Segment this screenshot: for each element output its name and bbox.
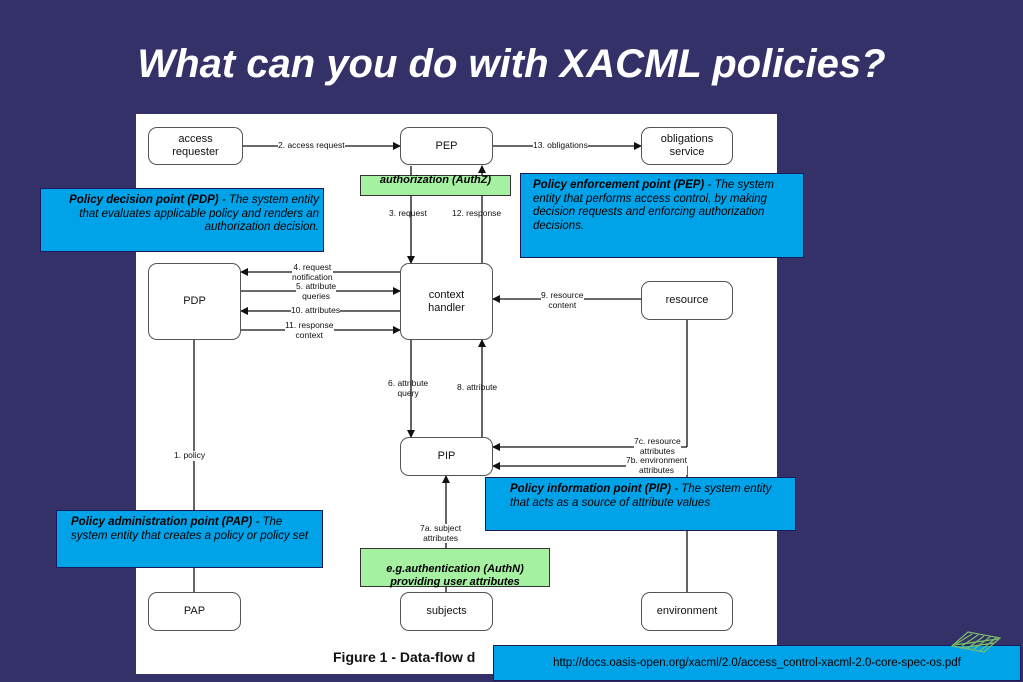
callout-pdp-text: - The system entity that evaluates appli… — [79, 194, 319, 233]
label-attribute-query: 6. attribute query — [388, 378, 429, 398]
callout-pap-heading: Policy administration point (PAP) — [71, 516, 253, 528]
node-environment: environment — [641, 592, 733, 631]
callout-pap-text: - The system entity that creates a polic… — [71, 516, 309, 542]
node-access-requester: access requester — [148, 127, 243, 165]
label-request-notification: 4. request notification — [292, 262, 333, 282]
label-response: 12. response — [452, 208, 502, 218]
authz-highlight: authorization (AuthZ) — [360, 175, 511, 196]
node-pip: PIP — [400, 437, 493, 476]
label-subject-attributes: 7a. subject attributes — [420, 523, 462, 543]
callout-pip-heading: Policy information point (PIP) — [510, 483, 671, 495]
label-resource-attributes: 7c. resource attributes — [634, 436, 681, 456]
callout-pdp: Policy decision point (PDP) - The system… — [40, 188, 324, 252]
callout-pip-text: - The system entity that acts as a sourc… — [510, 483, 772, 509]
label-obligations: 13. obligations — [533, 140, 588, 151]
label-request: 3. request — [389, 208, 427, 218]
callout-pdp-heading: Policy decision point (PDP) — [69, 194, 219, 206]
slide-title: What can you do with XACML policies? — [137, 42, 886, 86]
callout-pep-text: - The system entity that performs access… — [533, 179, 774, 232]
decorative-logo-icon — [950, 631, 1002, 653]
label-environment-attributes: 7b. environment attributes — [626, 455, 687, 475]
callout-pep: Policy enforcement point (PEP) - The sys… — [520, 173, 804, 258]
label-attributes: 10. attributes — [291, 305, 341, 316]
label-response-context: 11. response context — [285, 320, 334, 340]
source-url[interactable]: http://docs.oasis-open.org/xacml/2.0/acc… — [493, 645, 1021, 681]
figure-caption: Figure 1 - Data-flow d — [333, 649, 476, 665]
node-subjects: subjects — [400, 592, 493, 631]
label-attribute-queries: 5. attribute queries — [296, 281, 337, 301]
callout-pip: Policy information point (PIP) - The sys… — [485, 477, 796, 531]
callout-pep-heading: Policy enforcement point (PEP) — [533, 179, 705, 191]
label-attribute: 8. attribute — [457, 382, 498, 392]
node-pap: PAP — [148, 592, 241, 631]
label-access-request: 2. access request — [278, 140, 345, 151]
label-policy: 1. policy — [174, 450, 206, 461]
authn-highlight: e.g.authentication (AuthN) providing use… — [360, 548, 550, 588]
label-resource-content: 9. resource content — [541, 290, 584, 310]
node-pdp: PDP — [148, 263, 241, 340]
node-obligations-service: obligations service — [641, 127, 733, 165]
node-context-handler: context handler — [400, 263, 493, 340]
callout-pap: Policy administration point (PAP) - The … — [56, 510, 323, 568]
node-resource: resource — [641, 281, 733, 320]
node-pep: PEP — [400, 127, 493, 165]
